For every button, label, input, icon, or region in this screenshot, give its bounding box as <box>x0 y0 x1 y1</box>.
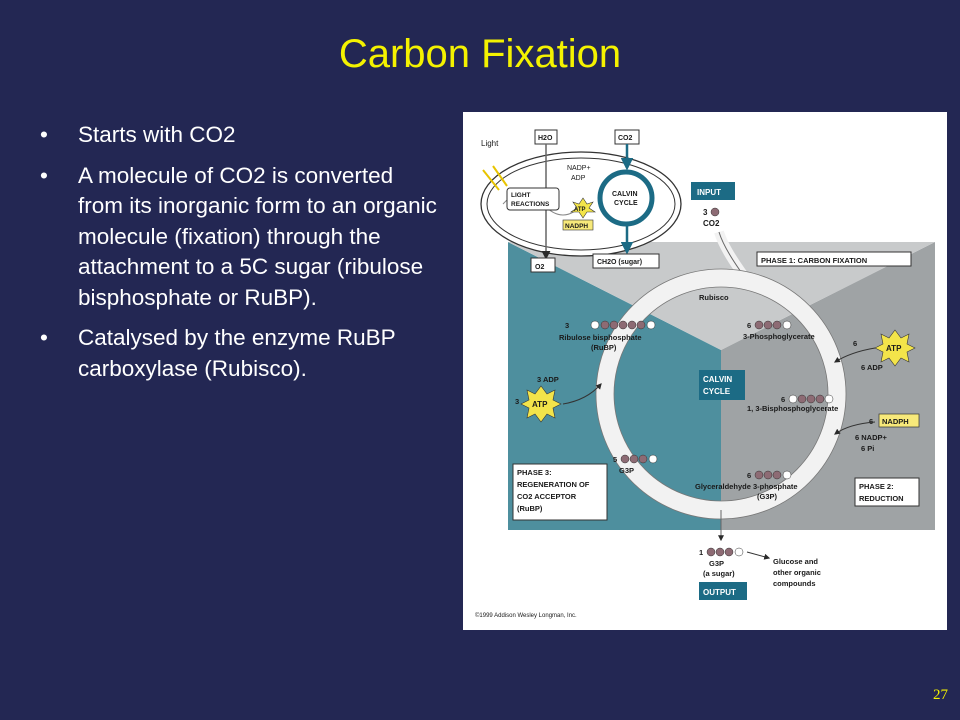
output-count: 1 <box>699 548 703 557</box>
bullet-marker: • <box>40 162 48 188</box>
input-molecule: CO2 <box>703 219 720 228</box>
g3p6-name-2: (G3P) <box>757 492 778 501</box>
chloroplast-nadph: NADPH <box>565 223 588 230</box>
o2-label: O2 <box>535 264 544 271</box>
rubp-name-2: (RuBP) <box>591 343 617 352</box>
center-calvin: CALVIN <box>703 375 732 384</box>
nadp-label: NADP+ <box>567 165 591 172</box>
nadph-count: 6 <box>869 417 873 426</box>
rubisco-label: Rubisco <box>699 293 729 302</box>
phase1-label: PHASE 1: CARBON FIXATION <box>761 256 867 265</box>
pga-name: 3-Phosphoglycerate <box>743 332 815 341</box>
nadp-out: 6 NADP+ <box>855 433 888 442</box>
phase2-label: PHASE 2: <box>859 482 894 491</box>
copyright: ©1999 Addison Wesley Longman, Inc. <box>475 612 577 619</box>
atp3-star <box>520 385 562 423</box>
phase3-label-4: (RuBP) <box>517 504 543 513</box>
atp3-label: ATP <box>532 400 548 409</box>
ch2o-label: CH2O (sugar) <box>597 259 642 266</box>
pga-molecule <box>754 320 792 330</box>
bullet-text: Starts with CO2 <box>78 122 236 147</box>
pi-out: 6 Pi <box>861 444 874 453</box>
rubp-molecule <box>590 320 656 330</box>
bullet-list: • Starts with CO2 • A molecule of CO2 is c… <box>40 120 440 394</box>
g3p6-name: Glyceraldehyde 3-phosphate <box>695 482 798 491</box>
g3p5-name: G3P <box>619 466 634 475</box>
phase3-label-2: REGENERATION OF <box>517 480 590 489</box>
rubp-name: Ribulose bisphosphate <box>559 333 642 342</box>
bullet-item: • A molecule of CO2 is converted from its… <box>40 161 440 314</box>
phase2-box <box>854 477 920 507</box>
chloroplast: Light H2O O2 LIGHT REACTIONS NADP+ ADP A… <box>480 129 682 273</box>
phase1-box <box>756 251 912 267</box>
bpg-count: 6 <box>781 395 785 404</box>
h2o-label: H2O <box>538 135 553 142</box>
glucose-label-3: compounds <box>773 579 816 588</box>
atp-in-count: 6 <box>853 339 857 348</box>
adp-label: ADP <box>571 175 586 182</box>
center-cycle: CYCLE <box>703 387 731 396</box>
bpg-name: 1, 3-Bisphosphoglycerate <box>747 404 838 413</box>
nadph-label: NADPH <box>882 417 909 426</box>
bullet-item: • Catalysed by the enzyme RuBP carboxylas… <box>40 323 440 384</box>
pga-count: 6 <box>747 321 751 330</box>
bullet-marker: • <box>40 122 48 147</box>
output-name-2: (a sugar) <box>703 569 735 578</box>
bpg-molecule <box>788 394 834 404</box>
input-label: INPUT <box>697 188 721 197</box>
output-name: G3P <box>709 559 724 568</box>
phase3-box <box>512 463 608 521</box>
light-reactions-label: LIGHT <box>511 192 531 199</box>
output-box <box>699 582 747 600</box>
glucose-label-2: other organic <box>773 568 821 577</box>
adp-out: 6 ADP <box>861 363 883 372</box>
slide-title: Carbon Fixation <box>338 32 622 76</box>
chloroplast-cycle: CYCLE <box>614 200 638 207</box>
adp3-label: 3 ADP <box>537 375 559 384</box>
g3p5-molecule <box>620 454 658 464</box>
input-count: 3 <box>703 208 708 217</box>
atp-star <box>874 329 916 367</box>
output-molecule <box>706 547 744 557</box>
g3p6-count: 6 <box>747 471 751 480</box>
center-calvin-box <box>699 370 745 400</box>
output-label: OUTPUT <box>703 588 736 597</box>
chloroplast-atp: ATP <box>574 207 586 213</box>
rubp-count: 3 <box>565 321 569 330</box>
bullet-text: A molecule of CO2 is converted from its … <box>78 162 437 310</box>
phase3-label-3: CO2 ACCEPTOR <box>517 492 577 501</box>
bullet-item: • Starts with CO2 <box>40 120 440 151</box>
input-box <box>691 182 735 200</box>
co2-label: CO2 <box>618 135 633 142</box>
calvin-cycle-diagram: Light H2O O2 LIGHT REACTIONS NADP+ ADP A… <box>463 112 947 630</box>
bullet-marker: • <box>40 325 48 350</box>
bullet-text: Catalysed by the enzyme RuBP carboxylase… <box>78 325 396 381</box>
atp3-count: 3 <box>515 397 519 406</box>
light-label: Light <box>481 139 499 148</box>
atp-in-label: ATP <box>886 344 902 353</box>
g3p5-count: 5 <box>613 455 617 464</box>
nadph-box <box>878 413 920 428</box>
page-number: 27 <box>933 687 948 703</box>
light-reactions-label-2: REACTIONS <box>511 201 550 208</box>
phase1-region <box>508 242 935 350</box>
glucose-label: Glucose and <box>773 557 818 566</box>
phase2-label-2: REDUCTION <box>859 494 904 503</box>
diagram-svg: Light H2O O2 LIGHT REACTIONS NADP+ ADP A… <box>463 112 947 630</box>
phase3-label: PHASE 3: <box>517 468 552 477</box>
chloroplast-calvin: CALVIN <box>612 191 638 198</box>
g3p6-molecule <box>754 470 792 480</box>
